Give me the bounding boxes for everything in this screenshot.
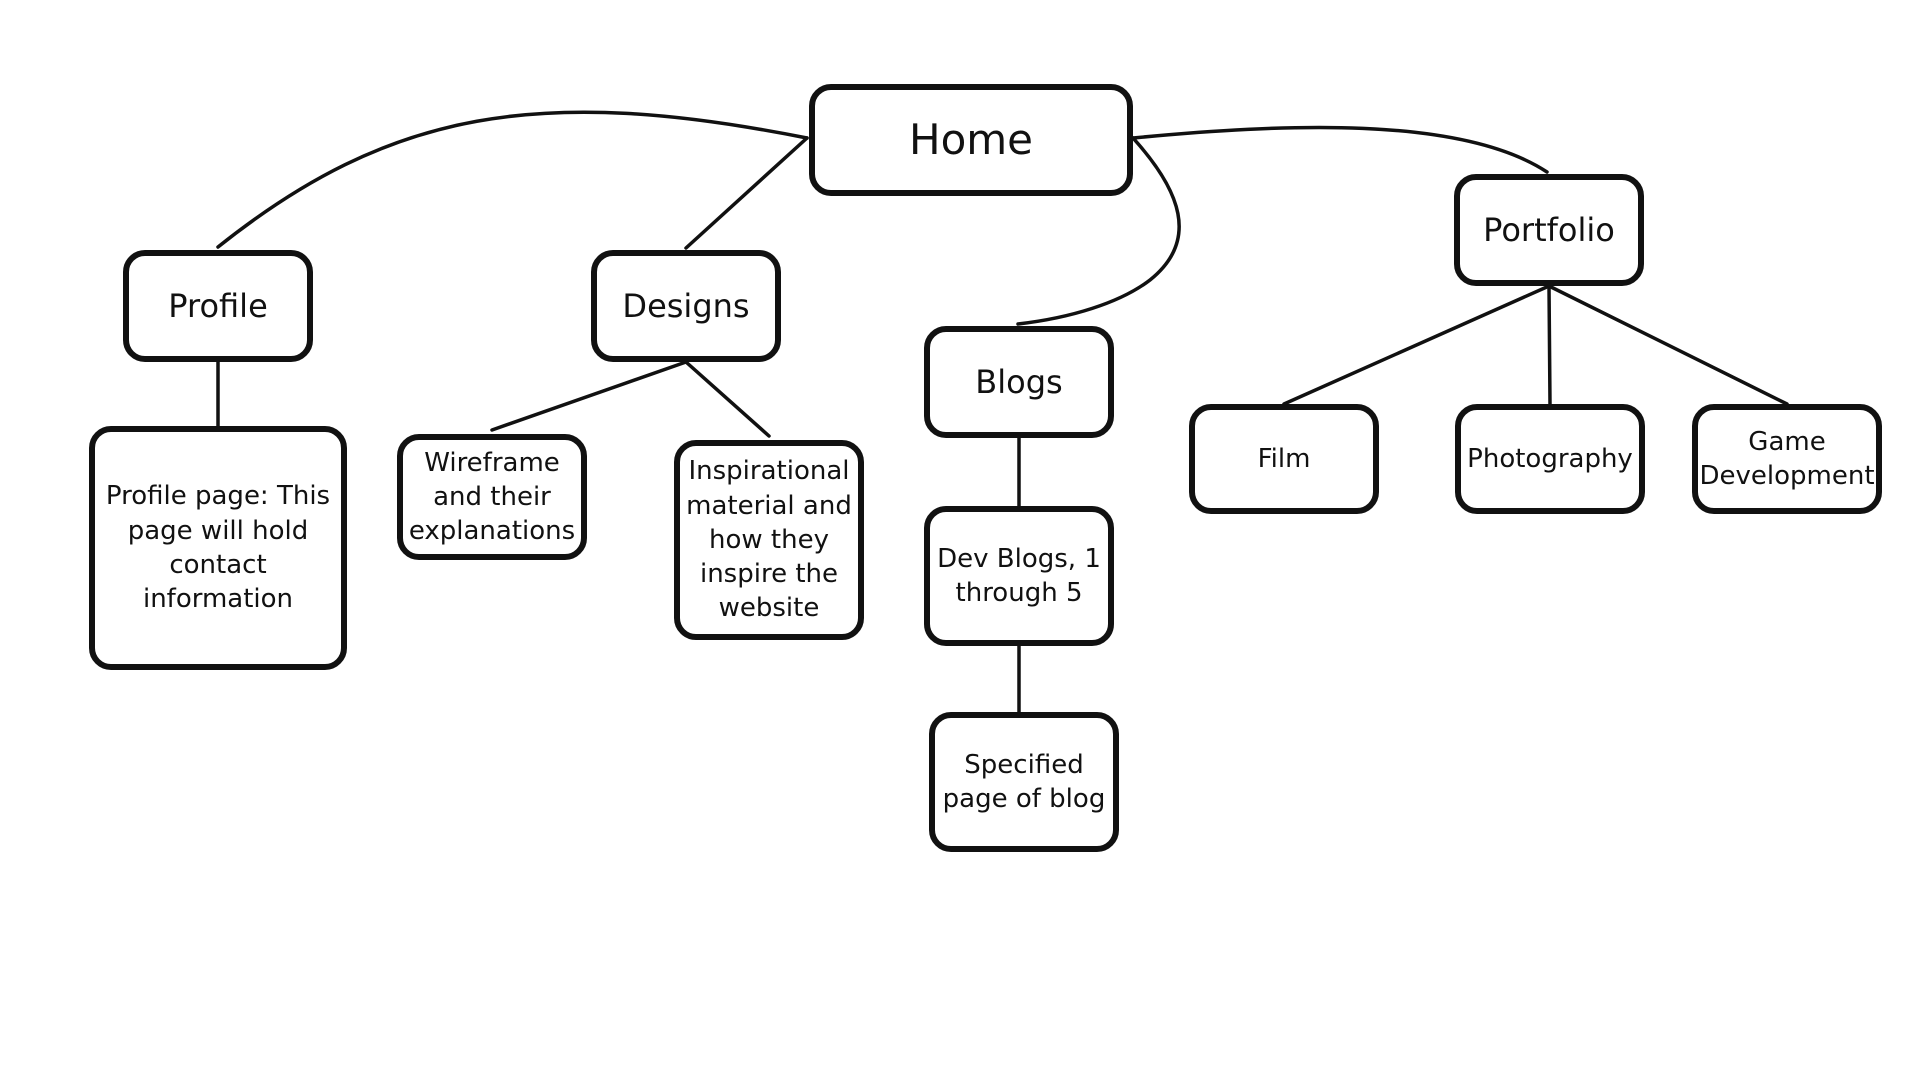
connector-portfolio-game-development	[1547, 284, 1789, 406]
node-portfolio-label: Portfolio	[1483, 210, 1615, 249]
node-game-development-label: Game Development	[1699, 426, 1875, 491]
node-blogs-label: Blogs	[975, 362, 1063, 401]
node-dev-blogs-label: Dev Blogs, 1 through 5	[937, 543, 1101, 608]
node-portfolio: Portfolio	[1454, 174, 1644, 286]
node-photography-label: Photography	[1467, 443, 1633, 474]
node-blogs: Blogs	[924, 326, 1114, 438]
node-film-label: Film	[1257, 443, 1311, 474]
node-profile: Profile	[123, 250, 313, 362]
node-photography: Photography	[1455, 404, 1645, 514]
node-profile-page-label: Profile page: This page will hold contac…	[105, 481, 331, 615]
node-specified-page-label: Specified page of blog	[942, 749, 1106, 814]
node-specified-page: Specified page of blog	[929, 712, 1119, 852]
node-film: Film	[1189, 404, 1379, 514]
node-designs: Designs	[591, 250, 781, 362]
connector-home-profile	[216, 110, 809, 249]
node-designs-label: Designs	[622, 286, 750, 325]
connector-portfolio-film	[1282, 284, 1551, 406]
node-wireframe-label: Wireframe and their explanations	[408, 447, 576, 547]
node-game-development: Game Development	[1692, 404, 1882, 514]
node-wireframe: Wireframe and their explanations	[397, 434, 587, 560]
node-profile-page: Profile page: This page will hold contac…	[89, 426, 347, 670]
connector-home-blogs	[1016, 136, 1181, 326]
connector-portfolio-photography	[1547, 284, 1552, 406]
connector-home-portfolio	[1131, 125, 1549, 174]
node-home: Home	[809, 84, 1133, 196]
node-inspiration: Inspirational material and how they insp…	[674, 440, 864, 640]
node-profile-label: Profile	[168, 286, 268, 325]
connector-home-designs	[684, 136, 809, 250]
node-dev-blogs: Dev Blogs, 1 through 5	[924, 506, 1114, 646]
connector-designs-inspiration	[684, 360, 771, 438]
connector-designs-wireframe	[490, 360, 688, 432]
node-inspiration-label: Inspirational material and how they insp…	[686, 456, 852, 624]
node-home-label: Home	[908, 115, 1034, 165]
